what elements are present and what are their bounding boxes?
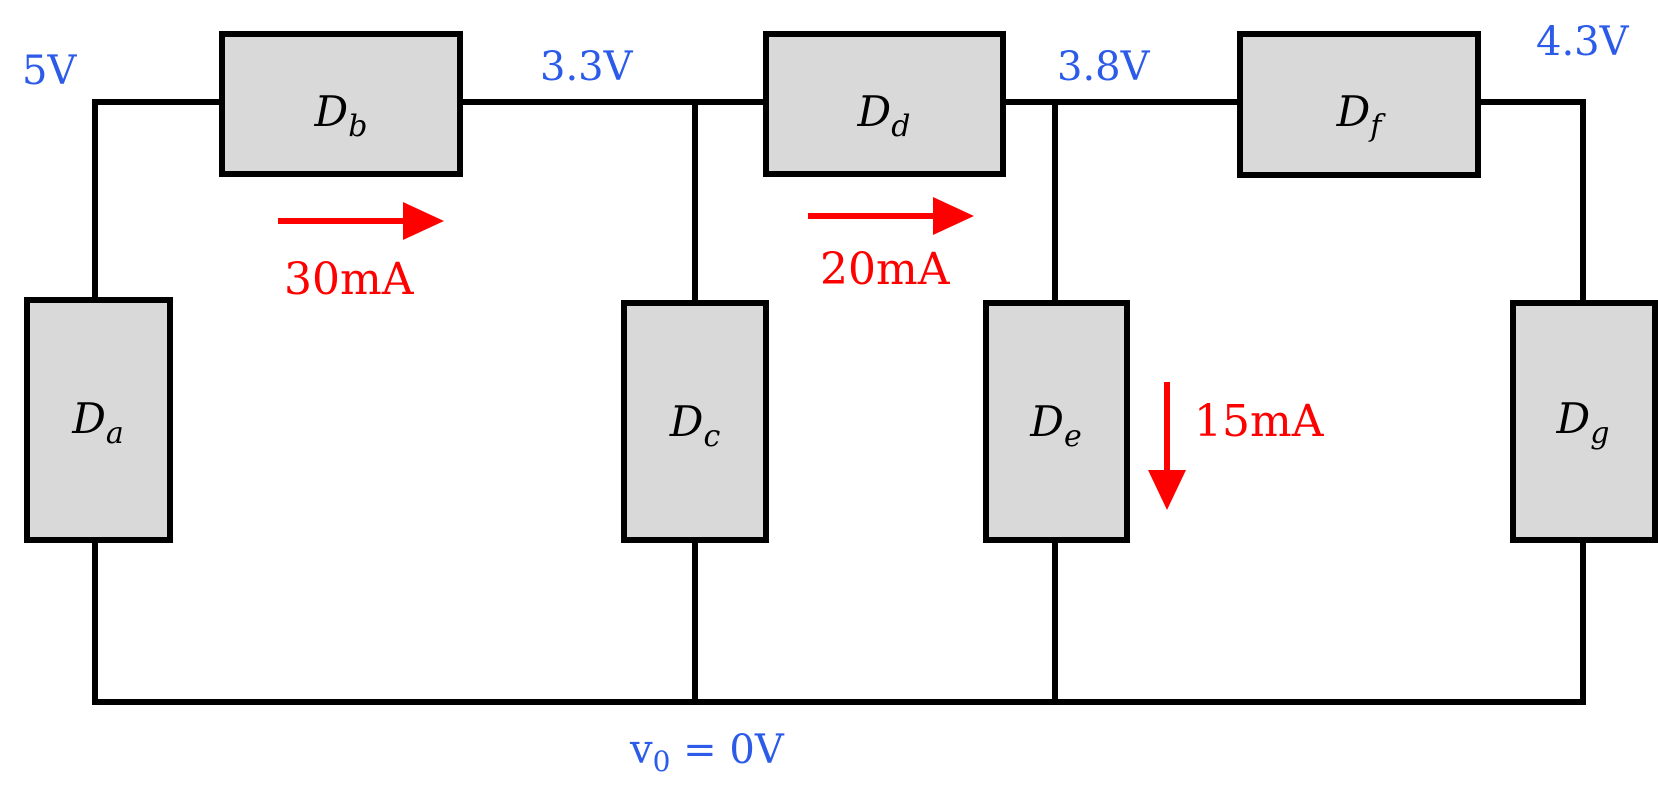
device-g-box (1510, 300, 1658, 543)
voltage-labels: 5V 3.3V 3.8V 4.3V v0 = 0V (22, 19, 1630, 778)
device-c-label: Dc (669, 397, 721, 454)
device-e: De (983, 300, 1130, 543)
device-c: Dc (621, 300, 769, 543)
voltage-node-a: 5V (22, 48, 77, 94)
arrow-b-head (403, 202, 444, 240)
voltage-node-b: 3.3V (540, 44, 634, 90)
device-f: Df (1237, 31, 1481, 178)
current-arrow-b (278, 202, 444, 240)
current-arrows (278, 197, 1186, 510)
arrow-d-head (933, 197, 974, 235)
current-arrow-d (808, 197, 974, 235)
voltage-node-f: 4.3V (1536, 19, 1630, 65)
device-g-label: Dg (1556, 394, 1610, 451)
device-a-label: Da (71, 394, 124, 451)
voltage-node-d: 3.8V (1057, 44, 1151, 90)
current-label-b: 30mA (284, 254, 415, 305)
device-e-box (983, 300, 1130, 543)
device-d-label: Dd (857, 87, 911, 144)
device-e-label: De (1029, 397, 1081, 454)
device-b: Db (219, 31, 463, 177)
arrow-e-head (1148, 470, 1186, 510)
device-f-box (1237, 31, 1481, 178)
device-b-label: Db (314, 87, 368, 144)
device-b-box (219, 31, 463, 177)
current-label-e: 15mA (1194, 396, 1325, 447)
current-label-d: 20mA (820, 244, 951, 295)
device-c-box (621, 300, 769, 543)
current-arrow-e (1148, 382, 1186, 510)
device-a: Da (24, 297, 173, 543)
current-labels: 30mA 20mA 15mA (284, 244, 1325, 447)
wires (92, 99, 1586, 705)
devices: Db Dd Df Da Dc (24, 31, 1658, 543)
device-g: Dg (1510, 300, 1658, 543)
device-d: Dd (763, 31, 1006, 177)
device-a-box (24, 297, 173, 543)
device-d-box (763, 31, 1006, 177)
voltage-ground: v0 = 0V (629, 727, 785, 778)
